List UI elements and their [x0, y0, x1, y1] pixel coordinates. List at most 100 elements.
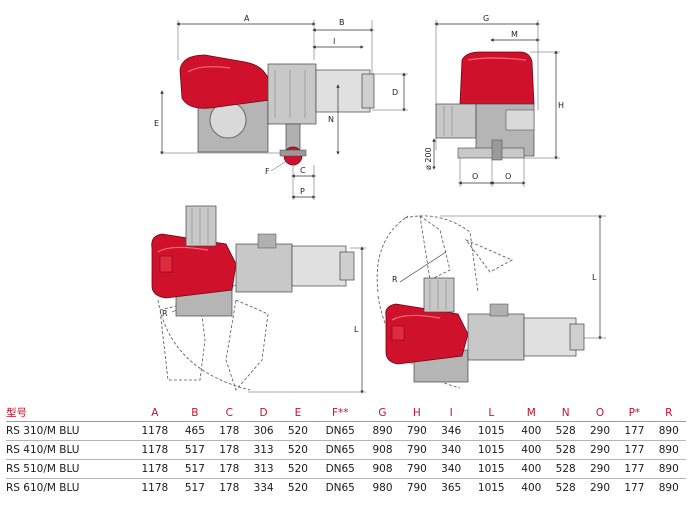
column-header-m: M [514, 404, 549, 422]
dim-label-a: A [244, 14, 250, 23]
table-cell: 313 [246, 459, 281, 479]
column-header-f: F** [315, 404, 366, 422]
table-cell: 290 [582, 421, 618, 441]
table-cell: 890 [651, 459, 686, 479]
table-cell: 400 [521, 482, 542, 494]
swing-view-right-drawing: R L [376, 214, 606, 389]
column-header-a: A [131, 404, 178, 422]
table-cell: 177 [624, 482, 645, 494]
table-cell: 400 [514, 440, 549, 460]
dim-label-c: C [300, 166, 306, 175]
table-cell: DN65 [315, 421, 366, 441]
table-cell: 1015 [468, 440, 515, 460]
table-cell: 340 [434, 440, 469, 460]
front-view-drawing: G M H ø 200 O O [424, 14, 564, 187]
dim-label-i: I [333, 37, 335, 46]
column-header-p: P* [617, 404, 652, 422]
column-header-d: D [246, 404, 281, 422]
table-cell: 517 [177, 440, 213, 460]
table-cell: 980 [372, 482, 393, 494]
table-cell: 177 [617, 421, 652, 441]
swing-view-left-drawing: R L [151, 205, 366, 394]
table-row: RS 410/M BLU 1178 517 178 313 520 DN65 9… [6, 440, 686, 460]
dim-label-l-left: L [354, 325, 359, 334]
table-cell: 517 [184, 482, 205, 494]
table-cell: 178 [212, 421, 247, 441]
column-header-l: L [468, 404, 515, 422]
table-cell: 400 [514, 421, 549, 441]
table-cell: 1015 [468, 459, 515, 479]
table-cell: 1015 [468, 421, 515, 441]
column-header-e: E [280, 404, 316, 422]
column-header-r: R [651, 404, 686, 422]
table-cell: 528 [548, 440, 583, 460]
table-cell: 334 [253, 482, 274, 494]
table-cell: 465 [177, 421, 213, 441]
table-cell: 177 [617, 440, 652, 460]
table-cell: 790 [406, 482, 427, 494]
side-view-drawing: A B I E N D [154, 14, 408, 200]
table-cell: 1178 [131, 421, 178, 441]
dim-label-f: F [265, 167, 270, 176]
table-cell: 890 [658, 482, 679, 494]
table-cell: 520 [280, 440, 316, 460]
dim-label-p: P [300, 187, 305, 196]
column-header-b: B [177, 404, 213, 422]
table-cell: 1178 [141, 482, 169, 494]
column-header-h: H [399, 404, 435, 422]
table-cell: 528 [548, 459, 583, 479]
table-cell: 890 [651, 440, 686, 460]
burner-dimension-drawings: A B I E N D [151, 14, 606, 394]
column-header-g: G [365, 404, 400, 422]
table-cell: 346 [434, 421, 469, 441]
table-cell: DN65 [315, 440, 366, 460]
table-cell: 178 [219, 482, 240, 494]
table-cell: 790 [399, 421, 435, 441]
dim-label-h: H [558, 101, 564, 110]
table-cell: 306 [246, 421, 281, 441]
table-cell: 528 [548, 421, 583, 441]
table-cell-model: RS 510/M BLU [6, 459, 132, 479]
table-row: RS 610/M BLU 1178 517 178 334 520 DN65 9… [6, 479, 686, 498]
column-header-i: I [434, 404, 469, 422]
table-cell: 520 [280, 459, 316, 479]
table-cell: 890 [365, 421, 400, 441]
table-cell: 290 [589, 482, 611, 494]
table-cell: 177 [617, 459, 652, 479]
table-cell: 365 [441, 482, 462, 494]
table-cell: 790 [399, 459, 435, 479]
table-cell-model: RS 310/M BLU [6, 421, 132, 441]
table-row: RS 310/M BLU 1178 465 178 306 520 DN65 8… [6, 421, 686, 441]
dim-label-e: E [154, 119, 159, 128]
dim-label-n: N [328, 115, 334, 124]
table-cell: 1178 [131, 459, 178, 479]
table-cell: 890 [651, 421, 686, 441]
table-cell: 790 [399, 440, 435, 460]
table-row: RS 510/M BLU 1178 517 178 313 520 DN65 9… [6, 459, 686, 479]
dim-label-g: G [483, 14, 489, 23]
table-cell: 178 [212, 459, 247, 479]
table-cell: 313 [246, 440, 281, 460]
dim-label-d: D [392, 88, 398, 97]
table-cell-model: RS 610/M BLU [6, 482, 80, 494]
dim-label-m: M [511, 30, 518, 39]
dimensions-table: 型号 A B C D E F** G H I L M N O P* R RS 3… [6, 404, 686, 497]
table-cell: 520 [287, 482, 308, 494]
table-cell: DN65 [325, 482, 355, 494]
table-cell: 517 [177, 459, 213, 479]
table-cell: 1015 [477, 482, 505, 494]
dim-label-diameter: ø 200 [424, 147, 433, 170]
table-cell: 528 [555, 482, 576, 494]
table-header-row: 型号 A B C D E F** G H I L M N O P* R [6, 404, 686, 422]
table-cell: 520 [280, 421, 316, 441]
table-cell: 908 [365, 440, 400, 460]
table-cell: 340 [434, 459, 469, 479]
table-cell: 290 [582, 440, 618, 460]
table-cell: 908 [365, 459, 400, 479]
table-cell: 178 [212, 440, 247, 460]
column-header-o: O [582, 404, 618, 422]
dim-label-l-right: L [592, 273, 597, 282]
dim-label-r-left: R [162, 309, 168, 318]
column-header-c: C [212, 404, 247, 422]
dim-label-b: B [339, 18, 345, 27]
